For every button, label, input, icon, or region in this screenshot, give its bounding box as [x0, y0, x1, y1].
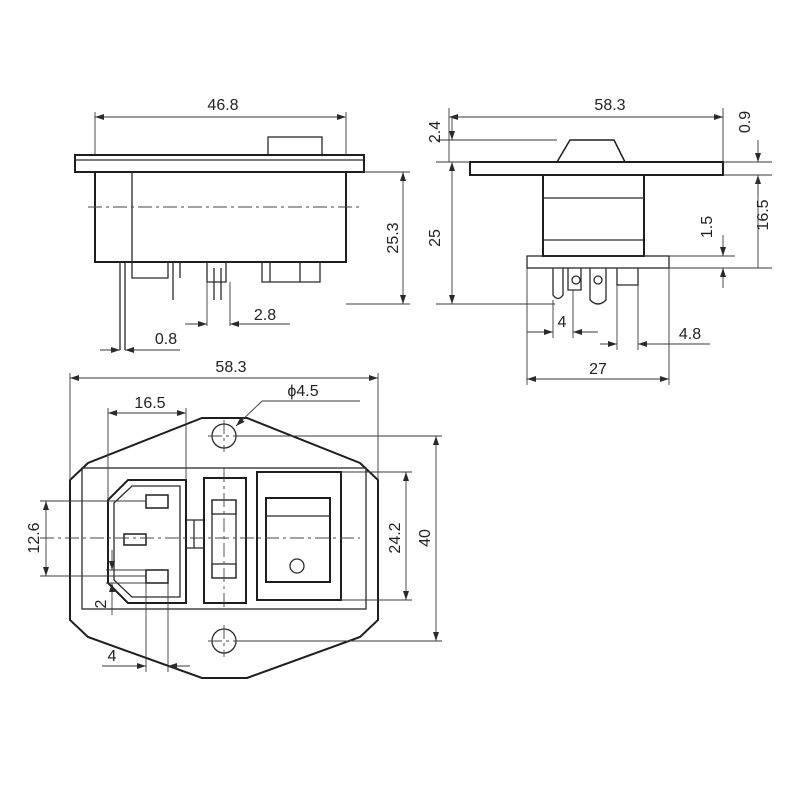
switch-indicator: [289, 558, 305, 574]
dim-hole-diameter: ϕ4.5: [287, 383, 318, 400]
dim-base-width: 27: [589, 361, 607, 378]
inlet-pin-top: [145, 494, 169, 509]
switch-rocker: [265, 497, 331, 583]
dim-cutout-height: 24.2: [387, 522, 404, 553]
dim-pin-offset-right: 1.5: [699, 216, 716, 238]
dim-flange-thickness: 0.9: [737, 111, 754, 133]
terminals-right: [552, 268, 639, 305]
front-view: 58.3 16.5 ϕ4.5 12.6 2 4 24.2: [26, 359, 442, 679]
dim-body-height: 25: [427, 229, 444, 247]
dim-width-left: 46.8: [207, 97, 238, 114]
switch-bump: [267, 136, 323, 156]
dim-pin-offset-front: 2: [93, 599, 110, 608]
dim-pin-gap: 2.8: [254, 307, 276, 324]
dim-pin-thickness: 0.8: [155, 331, 177, 348]
fuse-holder: [203, 477, 247, 604]
base-right: [526, 255, 670, 269]
rocker-switch: [555, 139, 627, 163]
switch-housing: [256, 471, 342, 601]
dim-pin-spacing: 12.6: [26, 522, 43, 553]
terminal-pins: [119, 262, 321, 350]
inlet-pin-middle: [123, 533, 147, 546]
dim-front-width: 58.3: [215, 359, 246, 376]
dim-switch-height: 2.4: [427, 121, 444, 143]
body-right: [542, 175, 645, 257]
flange-right: [469, 161, 724, 176]
side-view-left: 46.8 25.3 2.8 0.8: [74, 97, 410, 353]
dim-pin-width-front: 4: [108, 648, 117, 665]
dim-side-height: 16.5: [755, 199, 772, 230]
dim-inlet-offset: 16.5: [134, 395, 165, 412]
side-view-right: 58.3 2.4 25 0.9 16.5 1.5 4: [427, 97, 772, 385]
flange: [74, 154, 365, 173]
dim-front-height: 40: [417, 529, 434, 547]
dim-width-right: 58.3: [594, 97, 625, 114]
dim-pin-width-right: 4.8: [679, 326, 701, 343]
inlet-pin-bottom: [145, 569, 169, 584]
dim-pin-pitch: 4: [558, 314, 567, 331]
body: [94, 172, 347, 263]
dim-height-left: 25.3: [385, 222, 402, 253]
